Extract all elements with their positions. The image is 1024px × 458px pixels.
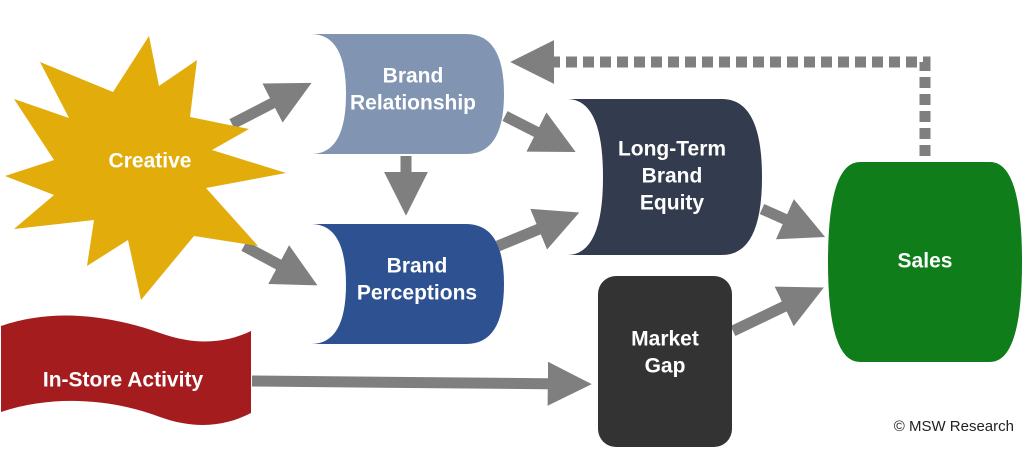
long-term-brand-equity-shape	[567, 99, 762, 255]
sales-node: Sales	[828, 162, 1022, 362]
arrow-market-gap-to-sales	[730, 286, 824, 336]
brand-perceptions-node: Brand Perceptions	[311, 224, 504, 344]
arrow-creative-to-brand-relationship	[229, 82, 312, 129]
arrow-brand-relationship-to-long-term-equity	[502, 111, 576, 152]
long-term-brand-equity-label-line2: Brand	[642, 165, 703, 188]
brand-perceptions-label-line1: Brand	[387, 255, 448, 278]
arrow-creative-to-brand-perceptions	[241, 241, 318, 286]
market-gap-label-line2: Gap	[645, 355, 686, 378]
creative-label: Creative	[109, 150, 192, 173]
arrows	[229, 40, 931, 406]
market-gap-label-line1: Market	[631, 328, 699, 351]
arrow-brand-perceptions-to-long-term-equity	[495, 208, 580, 252]
arrow-long-term-equity-to-sales	[759, 199, 826, 240]
in-store-activity-label: In-Store Activity	[43, 369, 204, 392]
brand-perceptions-shape	[311, 224, 504, 344]
creative-node: Creative	[5, 36, 286, 300]
long-term-brand-equity-node: Long-Term Brand Equity	[567, 99, 762, 255]
market-gap-node: Market Gap	[598, 276, 732, 447]
creative-starburst-shape	[5, 36, 286, 300]
in-store-activity-banner-shape	[1, 315, 251, 425]
dotted-arrow-sales-to-brand-relationship	[510, 40, 931, 156]
in-store-activity-node: In-Store Activity	[1, 315, 251, 425]
brand-relationship-label-line1: Brand	[383, 65, 444, 88]
long-term-brand-equity-label-line1: Long-Term	[618, 138, 726, 161]
long-term-brand-equity-label-line3: Equity	[640, 192, 704, 215]
arrow-in-store-activity-to-market-gap	[251, 361, 592, 406]
market-gap-shape	[598, 276, 732, 447]
brand-relationship-shape	[311, 34, 504, 154]
brand-perceptions-label-line2: Perceptions	[357, 282, 477, 305]
sales-label: Sales	[898, 250, 953, 273]
sales-shape	[828, 162, 1022, 362]
brand-relationship-node: Brand Relationship	[311, 34, 504, 154]
brand-relationship-label-line2: Relationship	[350, 92, 476, 115]
copyright-text: © MSW Research	[893, 418, 1014, 435]
